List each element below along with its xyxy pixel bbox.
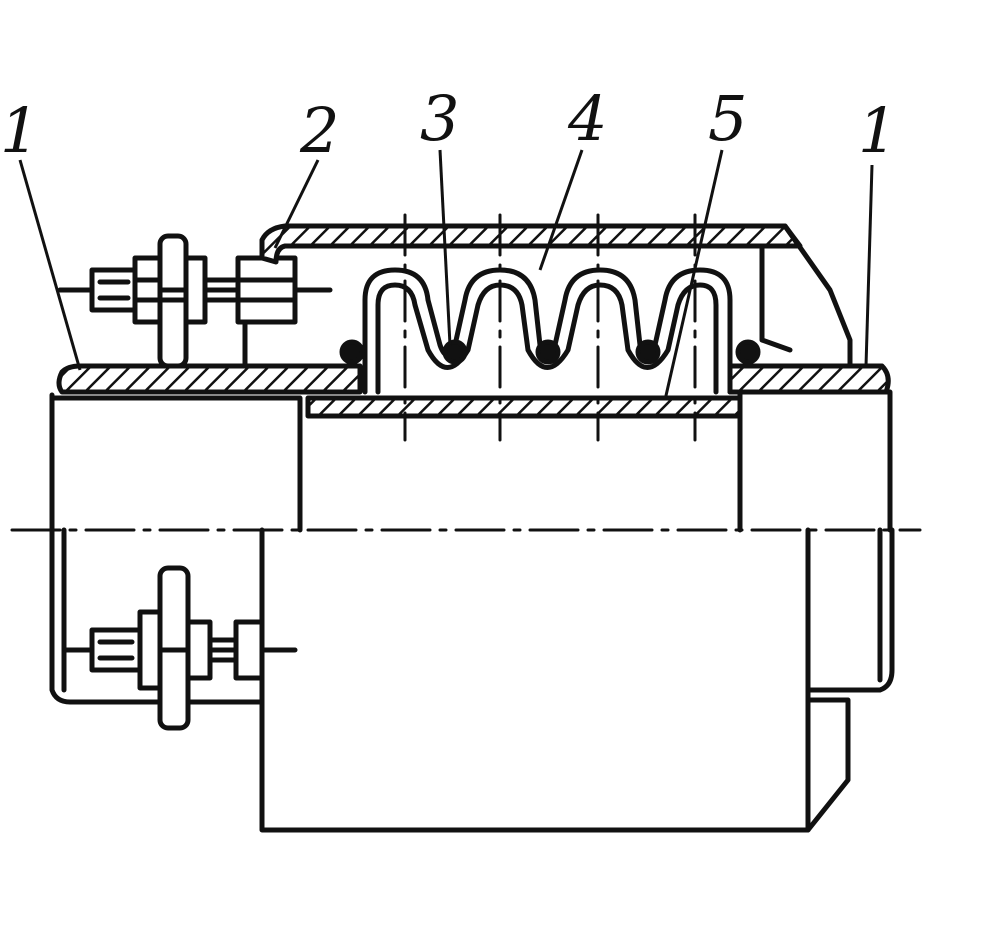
- lower-body: [259, 527, 895, 833]
- leader-1-right: [864, 164, 874, 367]
- label-2: 2: [299, 94, 339, 167]
- bolt-nut-right: [235, 255, 298, 325]
- label-1-right: 1: [858, 94, 897, 167]
- leader-lines: [18, 149, 874, 401]
- bolt-nut-left: [132, 255, 163, 325]
- right-pipe-end: [727, 363, 893, 533]
- label-3: 3: [420, 82, 459, 155]
- leader-4: [538, 149, 584, 271]
- left-pipe-end: [49, 363, 363, 533]
- leader-5: [663, 149, 724, 401]
- leader-3: [438, 149, 452, 346]
- label-5: 5: [708, 82, 747, 155]
- lower-left-end: [49, 527, 298, 731]
- label-4: 4: [567, 82, 607, 155]
- left-pipe-wall: [56, 363, 363, 395]
- left-flange-bolt: [57, 233, 333, 369]
- item-labels: 1 2 3 4 5 1: [0, 82, 897, 167]
- bellows: [339, 267, 761, 395]
- outer-casing: [259, 223, 853, 369]
- centre-line: [10, 213, 922, 532]
- label-1-left: 1: [0, 94, 39, 167]
- inner-liner: [305, 389, 743, 533]
- bolt-nut-mid: [183, 255, 208, 325]
- leader-1-left: [18, 159, 82, 371]
- leader-2: [273, 159, 320, 249]
